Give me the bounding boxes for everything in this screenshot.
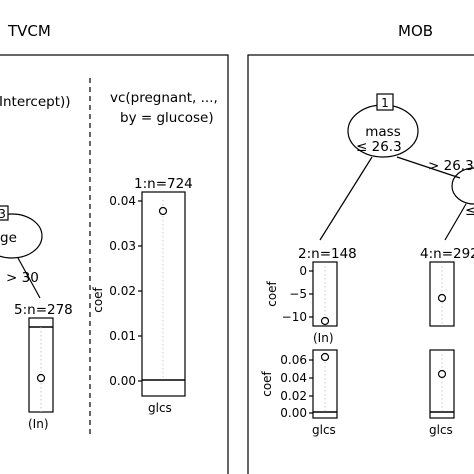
mob-root-id-box (376, 93, 394, 111)
tvcm-leaf1-xlabel: glcs (148, 401, 172, 415)
tvcm-leaf1-box (141, 191, 186, 397)
mob-leaf2-label: 2:n=148 (298, 246, 357, 262)
tvcm-edge-right (17, 257, 41, 299)
mob-split-left: ≤ 26.3 (356, 139, 402, 155)
mob-bottom-tick-label: 0.00 (280, 406, 307, 420)
tvcm-vc-line1: vc(pregnant, ..., (110, 90, 218, 106)
tvcm-leaf1-label: 1:n=724 (134, 176, 193, 192)
tvcm-leaf1-tick-label: 0.02 (109, 284, 136, 298)
mob-leaf4-label: 4:n=292 (420, 246, 474, 262)
mob-top-ylabel: coef (265, 280, 279, 306)
mob-partial-split: ≤ (465, 203, 474, 219)
tvcm-leaf1-tick-label: 0.00 (109, 374, 136, 388)
mob-split-right: > 26.3 (428, 158, 474, 174)
mob-panel-frame (247, 54, 474, 474)
mob-leaf2-top-point (320, 316, 330, 326)
mob-leaf4-top-box (429, 261, 455, 327)
tvcm-leaf1-tick-label: 0.04 (109, 194, 136, 208)
mob-bottom-tick-label: 0.06 (280, 353, 307, 367)
mob-partial-node (451, 167, 474, 205)
tvcm-partial-node (0, 213, 43, 259)
mob-bottom-tick-label: 0.02 (280, 389, 307, 403)
tvcm-leaf1-tick-label: 0.03 (109, 239, 136, 253)
tvcm-intercept-label: Intercept)) (0, 94, 71, 110)
tvcm-partial-node-id: 3 (0, 207, 6, 221)
mob-edge-left (319, 156, 373, 241)
tvcm-leaf1-point (158, 206, 168, 216)
mob-bottom-ylabel: coef (260, 370, 274, 396)
mob-title: MOB (398, 22, 433, 40)
mob-edge-partial (444, 203, 467, 241)
tvcm-title: TVCM (7, 22, 51, 40)
tvcm-leaf5-xlabel: (In) (28, 417, 49, 431)
mob-top-tick-label: −5 (289, 287, 307, 301)
tvcm-partial-node-var: ge (0, 230, 17, 246)
mob-top-tick-label: −10 (282, 310, 307, 324)
mob-leaf2-bottom-xlabel: glcs (312, 423, 336, 437)
mob-leaf2-bottom-box (312, 349, 338, 419)
mob-root-id: 1 (381, 96, 389, 110)
tvcm-leaf5-point (36, 373, 46, 383)
tvcm-leaf1-tick-label: 0.01 (109, 329, 136, 343)
tvcm-panel-frame (0, 54, 229, 474)
mob-root-var: mass (365, 124, 401, 140)
tvcm-partial-node-id-box (0, 205, 9, 221)
tvcm-leaf1-ylabel: coef (91, 286, 105, 312)
mob-leaf4-bottom-box (429, 349, 455, 419)
tvcm-vc-line2: by = glucose) (120, 110, 214, 126)
mob-leaf2-bottom-point (320, 352, 330, 362)
mob-leaf2-top-xlabel: (In) (313, 331, 334, 345)
mob-edge-right (396, 156, 461, 179)
mob-top-tick-label: 0 (299, 264, 307, 278)
tvcm-leaf5-label: 5:n=278 (14, 302, 73, 318)
mob-leaf4-top-point (437, 293, 447, 303)
mob-leaf4-bottom-xlabel: glcs (429, 423, 453, 437)
tvcm-split-right: > 30 (6, 270, 39, 286)
mob-bottom-tick-label: 0.04 (280, 371, 307, 385)
mob-leaf4-bottom-point (437, 369, 447, 379)
